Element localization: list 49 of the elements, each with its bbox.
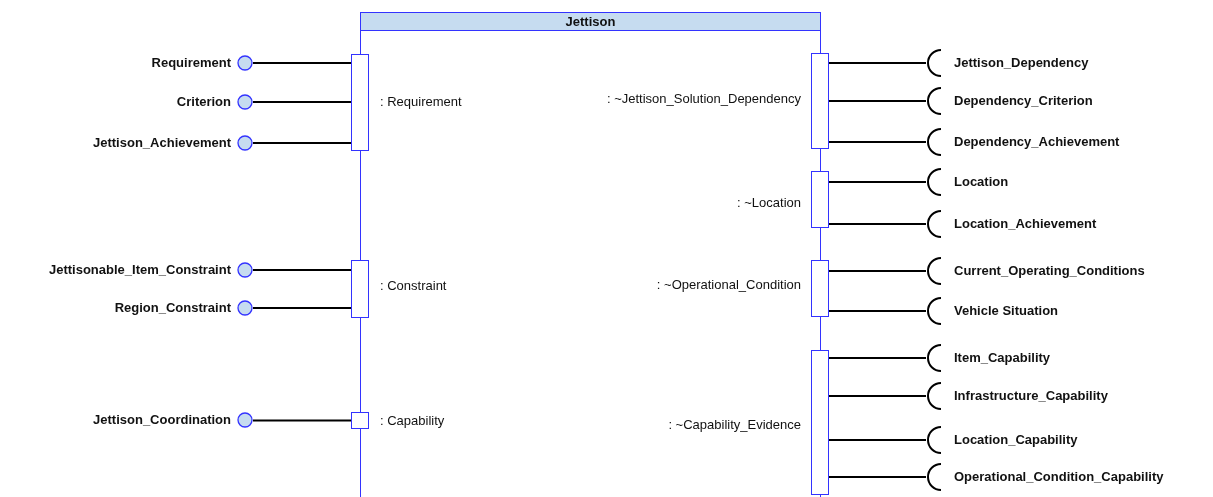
port-label: : ~Operational_Condition (656, 276, 801, 294)
port-box (351, 54, 369, 151)
port-box (351, 412, 369, 429)
connector-line (252, 101, 352, 103)
connector-line (828, 270, 927, 272)
connector-line (828, 223, 927, 225)
port-box (351, 260, 369, 318)
interface-label: Item_Capability (954, 349, 1051, 368)
connector-line (828, 141, 927, 143)
connector-line (828, 395, 927, 397)
port-box (811, 171, 829, 228)
port-box (811, 260, 829, 317)
interface-label: Location (954, 173, 1009, 192)
interface-label: Requirement (151, 54, 231, 73)
connector-line (252, 62, 352, 64)
interface-label: Jettison_Coordination (93, 411, 231, 430)
connector-line (828, 476, 927, 478)
connector-line (828, 357, 927, 359)
port-label: : Requirement (380, 93, 462, 111)
interface-label: Location_Achievement (954, 215, 1097, 234)
interface-label: Infrastructure_Capability (954, 387, 1108, 406)
port-box (811, 350, 829, 495)
interface-label: Operational_Condition_Capability (954, 468, 1164, 487)
interface-label: Jettison_Dependency (954, 54, 1089, 73)
port-label: : Constraint (380, 277, 447, 295)
connector-line (828, 100, 927, 102)
interface-label: Vehicle Situation (954, 302, 1059, 321)
port-label: : ~Capability_Evidence (668, 416, 801, 434)
interface-label: Dependency_Criterion (954, 92, 1093, 111)
connector-line (828, 439, 927, 441)
connector-line (252, 142, 352, 144)
port-box (811, 53, 829, 149)
port-label: : ~Jettison_Solution_Dependency (606, 90, 801, 108)
interface-label: Jettison_Achievement (93, 134, 231, 153)
connector-line (252, 307, 352, 309)
port-label: : ~Location (737, 194, 801, 212)
connector-line (828, 310, 927, 312)
interface-label: Criterion (176, 93, 231, 112)
interface-label: Jettisonable_Item_Constraint (48, 261, 231, 280)
connector-line (252, 269, 352, 271)
interface-label: Location_Capability (954, 431, 1078, 450)
interface-label: Region_Constraint (114, 299, 231, 318)
connector-line (828, 62, 927, 64)
connector-line (828, 181, 927, 183)
interface-label: Current_Operating_Conditions (954, 262, 1145, 281)
component-header: Jettison (360, 12, 821, 31)
interface-label: Dependency_Achievement (954, 133, 1120, 152)
port-label: : Capability (380, 412, 445, 430)
connector-line (252, 419, 352, 422)
